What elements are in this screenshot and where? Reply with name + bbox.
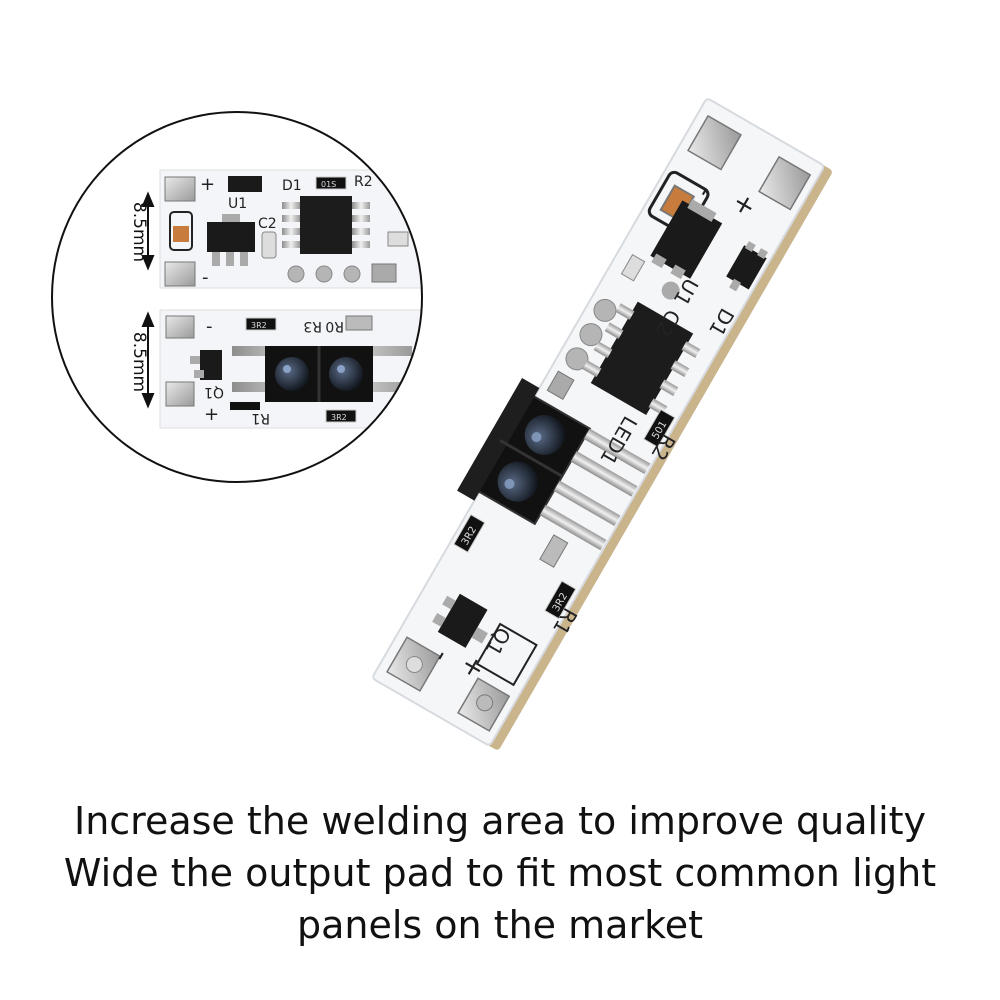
inset-label-q1: Q1 [204,384,224,400]
inset-label-c2: C2 [258,216,277,232]
caption-line-2: Wide the output pad to fit most common l… [63,851,937,895]
inset-r2-code: 01S [321,180,336,189]
dimension-arrow-bottom [141,311,155,409]
inset-bottom-strip: 3R2 3R2 - + R3 R0 [159,309,422,429]
inset-label-plus: + [200,174,215,195]
regulator-chip [650,200,723,279]
inset-label-r3: R3 [303,318,322,334]
dimension-arrow-top [141,191,155,271]
product-photo: 501 3R2 3R2 U1 C2 [51,98,832,750]
pad-top-left [687,114,742,171]
inset-label-plus-b: + [204,404,219,425]
ir-lens-receiver [524,414,565,455]
inset-r3-code: 3R2 [251,321,267,330]
transistor-q1 [437,593,488,648]
inset-label-r1: R1 [251,410,270,426]
inset-label-r2: R2 [354,174,373,190]
caption-line-1: Increase the welding area to improve qua… [73,799,927,843]
dimension-label-top: 8.5mm [129,202,149,262]
inset-label-r0: R0 [325,318,344,334]
main-board: 501 3R2 3R2 U1 C2 [372,98,832,750]
inset-label-d1: D1 [282,178,302,194]
dimension-label-bottom: 8.5mm [129,332,149,392]
ir-lens-emitter [497,461,538,502]
inset-label-minus: - [202,267,209,288]
inset-top-strip: 01S [159,169,422,289]
inset-r1-code: 3R2 [331,413,347,422]
caption-line-3: panels on the market [296,903,703,947]
pad-top-right [758,155,812,211]
detail-inset: 01S [51,111,423,483]
inset-label-minus-b: - [206,316,213,337]
inset-label-u1: U1 [228,196,247,212]
ir-sensor [457,378,651,551]
ic-chip [590,301,694,416]
